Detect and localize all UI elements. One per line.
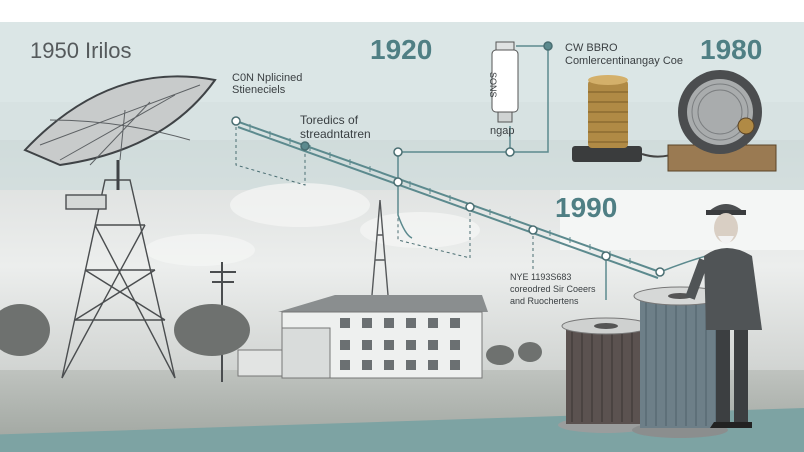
cable-reel-1980 bbox=[667, 70, 777, 172]
timeline-nodes bbox=[231, 41, 665, 277]
clouds bbox=[145, 183, 480, 266]
label-top-left-1: C0N Nplicined bbox=[232, 72, 303, 84]
timeline-connectors bbox=[235, 121, 534, 270]
label-cw-1: CW BBRO bbox=[565, 42, 618, 54]
year-1920: 1920 bbox=[370, 34, 433, 65]
label-mid-2: streadntatren bbox=[300, 127, 371, 141]
timeline-solid-connectors bbox=[397, 45, 721, 300]
vial-device bbox=[491, 41, 519, 123]
trees bbox=[0, 304, 542, 365]
antenna-mast bbox=[371, 199, 389, 296]
radar-dish bbox=[23, 75, 217, 190]
label-nye-1: NYE 1193S683 bbox=[510, 272, 572, 282]
label-nye-3: and Ruochertens bbox=[510, 296, 579, 306]
radar-tower bbox=[61, 179, 176, 379]
label-nye-2: coreodred Sir Coeers bbox=[510, 284, 596, 294]
white-panel bbox=[560, 190, 804, 250]
year-1990: 1990 bbox=[555, 192, 618, 223]
wire-spool-small bbox=[558, 317, 654, 433]
wire-spool-large bbox=[632, 286, 728, 438]
top-white-band bbox=[0, 0, 804, 22]
year-1980: 1980 bbox=[700, 34, 763, 65]
label-top-left-2: Stieneciels bbox=[232, 84, 286, 96]
vial-caption: ngap bbox=[490, 125, 515, 137]
man-figure bbox=[685, 204, 762, 428]
headline: 1950 Irilos bbox=[30, 38, 132, 63]
copper-coil bbox=[572, 75, 681, 162]
vial-text: SONS bbox=[488, 72, 498, 98]
label-mid-1: Toredics of bbox=[300, 113, 359, 127]
building bbox=[237, 295, 488, 379]
label-cw-2: Comlercentinangay Coe bbox=[565, 55, 684, 67]
